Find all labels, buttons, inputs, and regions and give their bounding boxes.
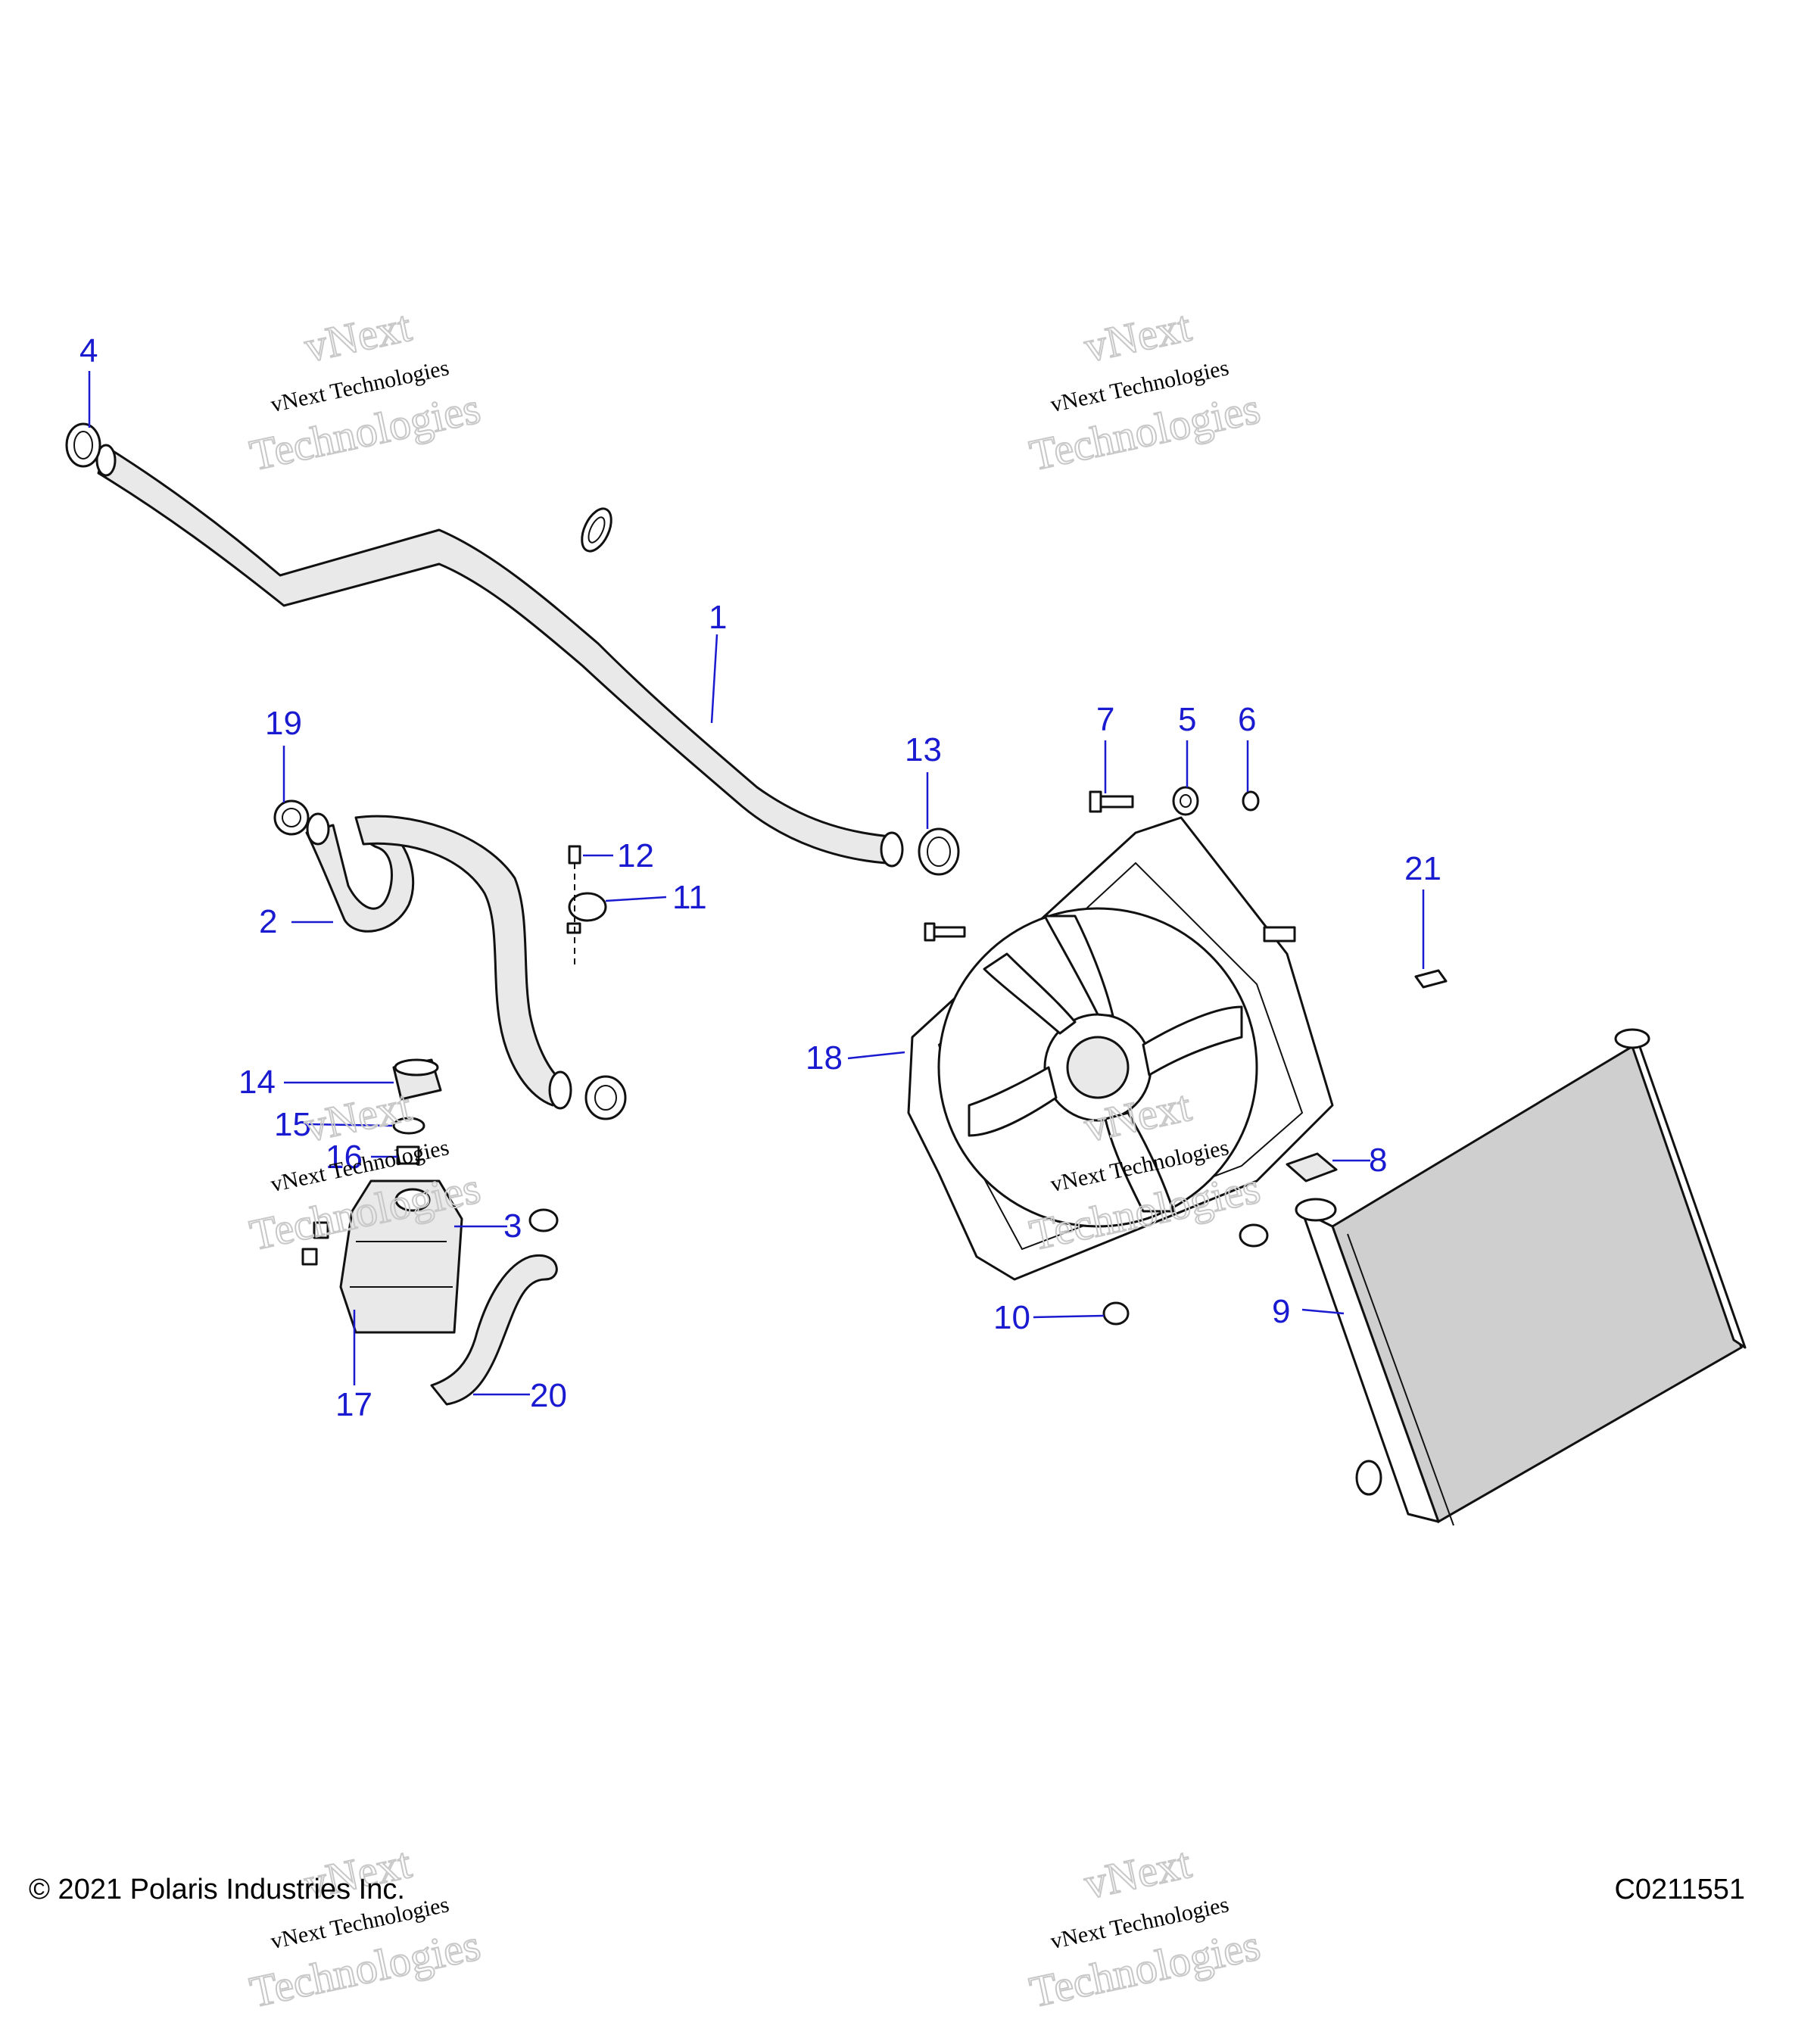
callout-2: 2 <box>259 903 277 940</box>
copyright-text: © 2021 Polaris Industries Inc. <box>29 1874 405 1905</box>
hose-clamp-4 <box>65 422 101 468</box>
lower-hose <box>305 812 572 1110</box>
callout-11: 11 <box>672 879 707 916</box>
callout-8: 8 <box>1369 1142 1387 1179</box>
reservoir-17 <box>301 1179 463 1334</box>
callout-6: 6 <box>1238 701 1256 738</box>
clip-3 <box>528 1208 559 1232</box>
callout-14: 14 <box>238 1064 276 1101</box>
grommet-5 <box>1172 786 1199 816</box>
clip-11 <box>566 892 607 934</box>
callout-20: 20 <box>530 1377 567 1414</box>
sensor <box>1263 926 1296 943</box>
callouts: 1 2 3 4 5 6 7 8 9 10 11 12 13 14 15 16 1… <box>79 332 1441 1423</box>
callout-21: 21 <box>1404 850 1441 887</box>
callout-15: 15 <box>274 1106 311 1143</box>
diagram-code: C0211551 <box>1614 1874 1745 1905</box>
fan-shroud-18 <box>907 816 1334 1281</box>
svg-text:vNext: vNext <box>300 1081 415 1151</box>
callout-1: 1 <box>709 599 727 636</box>
callout-19: 19 <box>265 705 302 742</box>
callout-16: 16 <box>326 1139 363 1176</box>
svg-text:vNext: vNext <box>1080 1838 1195 1908</box>
watermark-top-left: vNext vNext Technologies Technologies <box>245 301 485 481</box>
bolt-7 <box>1089 790 1134 813</box>
neck-16 <box>396 1145 420 1165</box>
mount-left <box>1239 1223 1269 1248</box>
hose-clamp-13 <box>918 827 960 876</box>
svg-text:vNext: vNext <box>300 301 415 372</box>
reservoir-cap-14 <box>392 1058 442 1101</box>
overflow-hose-20 <box>430 1254 558 1406</box>
callout-18: 18 <box>806 1039 843 1077</box>
callout-13: 13 <box>905 731 942 768</box>
callout-3: 3 <box>503 1207 522 1245</box>
hose-clamp-19 <box>273 799 310 836</box>
o-ring-15 <box>392 1117 425 1135</box>
callout-12: 12 <box>617 837 654 874</box>
nut-6 <box>1242 790 1260 812</box>
hose-clamp-lower <box>584 1075 627 1120</box>
watermark-bottom-right: vNext vNext Technologies Technologies <box>1025 1837 1265 2018</box>
hose-clip <box>581 507 612 553</box>
bolt-left <box>924 922 966 942</box>
label-21 <box>1414 969 1448 989</box>
callout-10: 10 <box>993 1299 1030 1336</box>
watermark-top-right: vNext vNext Technologies Technologies <box>1025 301 1265 481</box>
callout-7: 7 <box>1096 701 1114 738</box>
grommet-10 <box>1102 1301 1130 1326</box>
mount-8 <box>1286 1152 1338 1182</box>
radiator-9 <box>1295 1028 1747 1526</box>
svg-text:vNext: vNext <box>1080 301 1195 372</box>
watermark-bottom-left: vNext vNext Technologies Technologies <box>245 1837 485 2018</box>
upper-hose <box>95 444 904 868</box>
bolt-12 <box>568 845 581 969</box>
callout-9: 9 <box>1272 1293 1290 1330</box>
callout-4: 4 <box>79 332 98 369</box>
leader-lines <box>88 371 1425 1396</box>
callout-17: 17 <box>335 1386 372 1423</box>
callout-5: 5 <box>1178 701 1196 738</box>
